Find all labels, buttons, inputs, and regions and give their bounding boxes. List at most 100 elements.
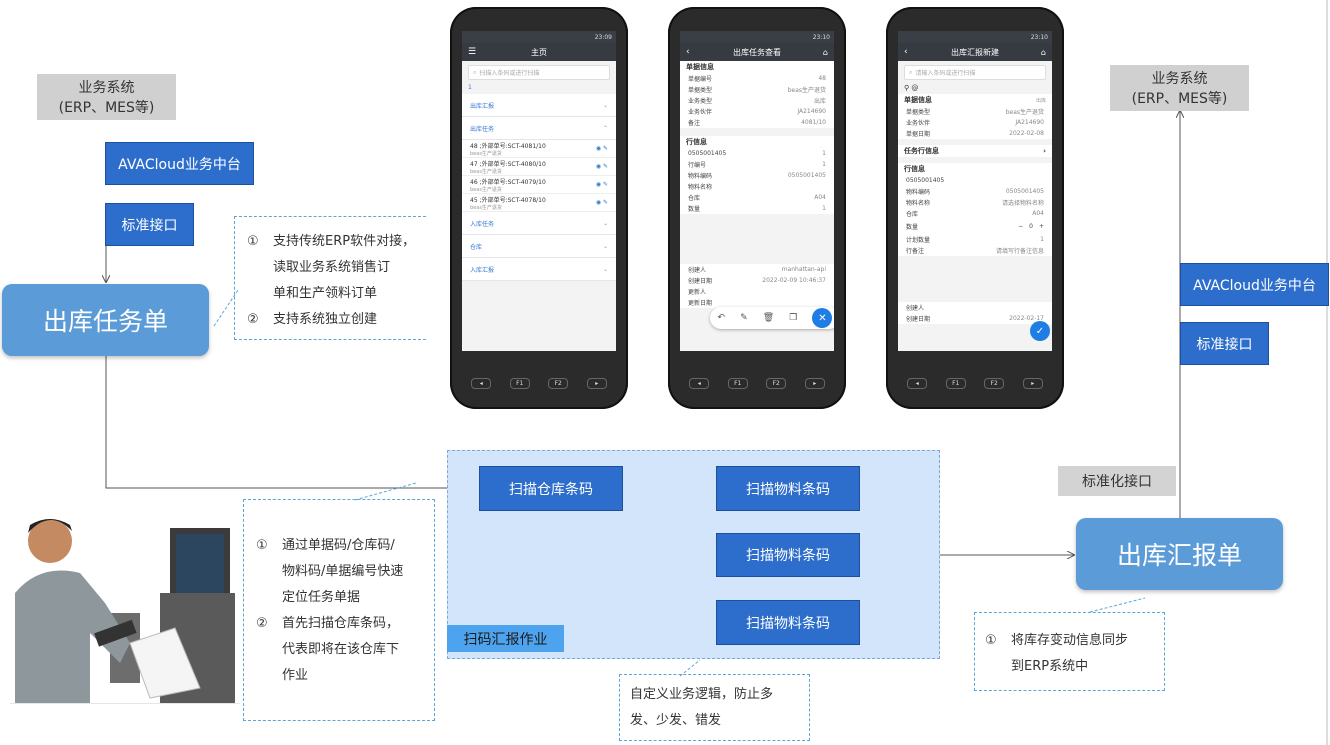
note-line-text: 定位任务单据: [282, 590, 361, 605]
key-right[interactable]: ▸: [586, 377, 607, 389]
key-f1[interactable]: F1: [945, 377, 966, 389]
back-icon[interactable]: ‹: [686, 47, 690, 57]
note-line: 单和生产领料订单: [247, 281, 426, 307]
search-icon: ⌕: [473, 68, 477, 76]
field-value: JA214690: [797, 108, 826, 115]
field-row: 物料名称: [680, 181, 834, 192]
phone-keys: ◂ F1 F2 ▸: [898, 363, 1052, 403]
task-sub: beas生产退货: [470, 186, 502, 193]
task-sub: beas生产退货: [470, 150, 502, 157]
copy-icon[interactable]: ❐: [789, 313, 798, 323]
view-edit-icon[interactable]: ◉ ✎: [595, 181, 608, 188]
note-line-text: 支持系统独立创建: [273, 312, 378, 327]
task-sub: beas生产退货: [470, 204, 502, 211]
note-line: 物料码/单据编号快速: [256, 559, 434, 585]
line-info-heading: 行信息: [680, 136, 834, 148]
undo-icon[interactable]: ↶: [717, 313, 726, 323]
task-line-heading[interactable]: 任务行信息›: [898, 145, 1052, 157]
chevron-down-icon: ⌄: [602, 265, 608, 273]
line-code: 0505001405: [906, 177, 945, 184]
right-biz-system: 业务系统 (ERP、MES等): [1110, 65, 1249, 111]
view-edit-icon[interactable]: ◉ ✎: [595, 145, 608, 152]
plus-icon[interactable]: +: [1038, 223, 1044, 230]
scan-search-input[interactable]: ⌕ 扫描入条码或进行扫描: [468, 65, 610, 80]
status-time: 23:10: [1030, 33, 1048, 41]
view-edit-icon[interactable]: ◉ ✎: [595, 199, 608, 206]
chevron-right-icon: ›: [1043, 147, 1046, 155]
menu-item[interactable]: 入库汇报 ⌄: [462, 258, 616, 281]
qty-stepper[interactable]: −0 +: [1018, 223, 1044, 230]
delete-icon[interactable]: 🗑: [762, 313, 775, 323]
field-value: JA214690: [1015, 119, 1044, 126]
search-placeholder: 请输入条码或进行扫描: [915, 70, 976, 77]
result-count: 1: [468, 84, 472, 91]
task-main: 48 ;外部单号:SCT-4081/10: [470, 142, 546, 150]
doc-info-title: 单据信息: [904, 96, 932, 104]
key-f2[interactable]: F2: [984, 377, 1005, 389]
close-icon[interactable]: ✕: [812, 308, 833, 328]
key-f2[interactable]: F2: [548, 377, 569, 389]
menu-item[interactable]: 仓库⌄: [462, 235, 616, 258]
menu-item-label: 出库任务: [470, 125, 495, 133]
scan-search-input[interactable]: ⌕ 请输入条码或进行扫描: [904, 65, 1046, 80]
key-f2[interactable]: F2: [766, 377, 787, 389]
doc-info-heading: 单据信息: [680, 61, 834, 73]
menu-item[interactable]: 出库汇报⌄: [462, 94, 616, 117]
std-interface-tag: 标准化接口: [1058, 466, 1176, 496]
field-label: 创建日期: [688, 278, 713, 285]
minus-icon[interactable]: −: [1018, 223, 1024, 230]
key-left[interactable]: ◂: [689, 377, 710, 389]
note-line-text: 物料码/单据编号快速: [282, 564, 404, 579]
outbound-task-box: 出库任务单: [2, 284, 209, 356]
note-line-number: ②: [247, 312, 259, 327]
menu-item-label: 入库汇报: [470, 266, 495, 274]
edit-icon[interactable]: ✎: [740, 313, 748, 323]
view-edit-icon[interactable]: ◉ ✎: [595, 163, 608, 170]
flow-note: 自定义业务逻辑，防止多 发、少发、错发: [619, 674, 810, 741]
menu-item[interactable]: 出库任务⌃: [462, 117, 616, 140]
phone-keys: ◂ F1 F2 ▸: [462, 363, 616, 403]
key-left[interactable]: ◂: [471, 377, 492, 389]
field-row: 更新人: [680, 286, 834, 297]
field-label: 业务伙伴: [906, 120, 931, 127]
key-f1[interactable]: F1: [727, 377, 748, 389]
scan-report-tag: 扫码汇报作业: [447, 625, 564, 652]
key-f1[interactable]: F1: [509, 377, 530, 389]
back-icon[interactable]: ‹: [904, 47, 908, 57]
status-time: 23:10: [812, 33, 830, 41]
note-line: 到ERP系统中: [985, 654, 1164, 680]
key-right[interactable]: ▸: [804, 377, 825, 389]
field-label: 数量: [688, 206, 701, 213]
note-line: 代表即将在该仓库下: [256, 637, 434, 663]
menu-icon[interactable]: ☰: [468, 47, 477, 57]
menu-item[interactable]: 入库任务⌄: [462, 212, 616, 235]
field-label: 备注: [688, 120, 701, 127]
field-value: A04: [1032, 210, 1044, 217]
home-icon[interactable]: ⌂: [822, 47, 828, 57]
key-right[interactable]: ▸: [1022, 377, 1043, 389]
scan-material-step-2: 扫描物料条码: [716, 533, 860, 577]
qty-value: 0: [1029, 223, 1033, 230]
field-label: 更新日期: [688, 300, 713, 307]
nav-bar: ‹ 出库汇报新建 ⌂: [898, 43, 1052, 61]
home-icon[interactable]: ⌂: [1040, 47, 1046, 57]
field-value: A04: [814, 194, 826, 201]
confirm-icon[interactable]: ✓: [1030, 321, 1050, 341]
field-label: 计划数量: [906, 237, 931, 244]
phone-keys: ◂ F1 F2 ▸: [680, 363, 834, 403]
key-left[interactable]: ◂: [907, 377, 928, 389]
field-label: 创建日期: [906, 316, 931, 323]
note-line: 作业: [256, 663, 434, 689]
